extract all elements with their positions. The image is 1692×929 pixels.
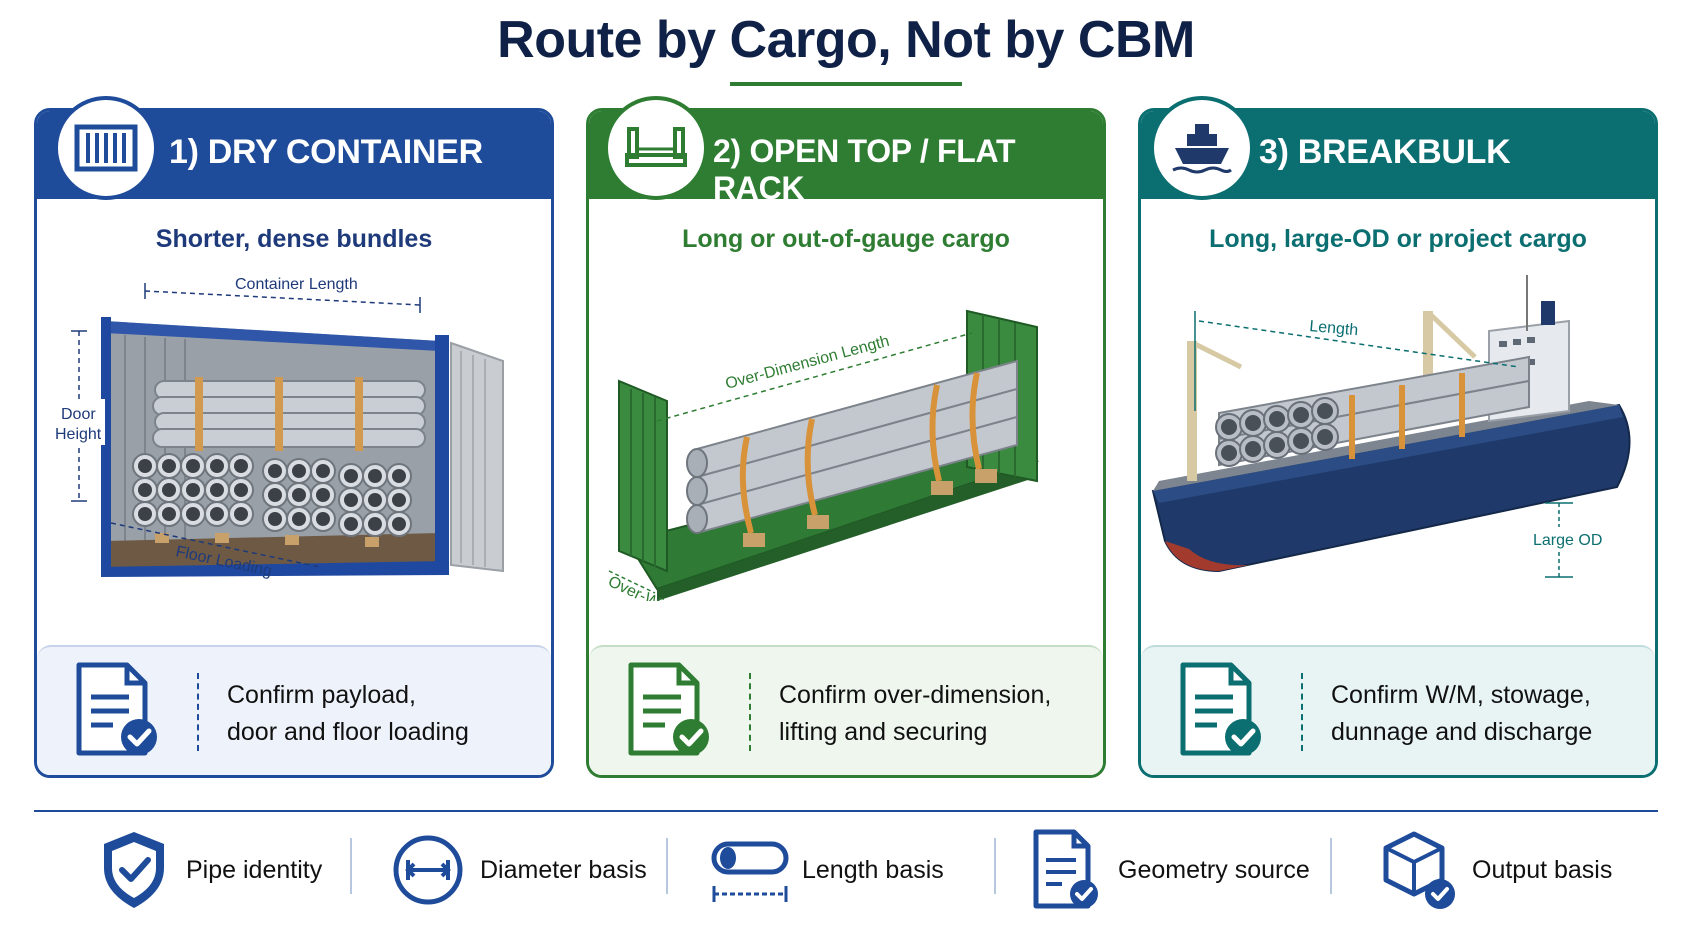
footer-line-1: Confirm payload,: [227, 681, 416, 709]
card-title: 2) OPEN TOP / FLAT RACK: [713, 133, 1016, 206]
breakbulk-ship-illustration: Length Large OD: [1151, 275, 1631, 578]
pipe-length-icon: [711, 841, 789, 902]
bottom-separator: [666, 838, 668, 894]
document-check-icon: [1033, 829, 1098, 909]
shield-check-icon: [104, 832, 164, 908]
bottom-separator: [1330, 838, 1332, 894]
flat-rack-illustration: Over-Dimension Length Over-Width: [605, 309, 1039, 601]
footer-divider: [1301, 673, 1303, 751]
footer-line-2: door and floor loading: [227, 718, 469, 746]
large-od-label: Large OD: [1533, 532, 1602, 549]
bottom-item-output-basis: Output basis: [1380, 820, 1640, 920]
bottom-label: Length basis: [802, 856, 944, 884]
bottom-divider: [34, 810, 1658, 812]
bottom-label: Pipe identity: [186, 856, 323, 884]
flat-rack-icon: [604, 96, 708, 200]
bottom-label: Geometry source: [1118, 856, 1310, 884]
footer-line-1: Confirm over-dimension,: [779, 681, 1052, 709]
page-title: Route by Cargo, Not by CBM: [497, 11, 1195, 69]
document-check-icon: [76, 662, 157, 756]
container-length-label: Container Length: [235, 276, 358, 293]
card-breakbulk: 3) BREAKBULK Long, large-OD or project c…: [1138, 108, 1658, 778]
card-footer: Confirm W/M, stowage, dunnage and discha…: [1141, 645, 1655, 775]
card-footer: Confirm over-dimension, lifting and secu…: [589, 645, 1103, 775]
footer-divider: [197, 673, 199, 751]
card-title: 3) BREAKBULK: [1259, 133, 1511, 171]
diameter-icon: [393, 835, 463, 905]
length-label: Length: [1309, 318, 1359, 339]
cube-check-icon: [1383, 831, 1455, 909]
title-underline: [730, 82, 962, 86]
footer-divider: [749, 673, 751, 751]
bottom-separator: [350, 838, 352, 894]
card-footer: Confirm payload, door and floor loading: [37, 645, 551, 775]
bottom-separator: [994, 838, 996, 894]
footer-line-1: Confirm W/M, stowage,: [1331, 681, 1591, 709]
bottom-label: Output basis: [1472, 856, 1613, 884]
card-open-top-flat-rack: 2) OPEN TOP / FLAT RACK Long or out-of-g…: [586, 108, 1106, 778]
door-height-label-2: Height: [55, 426, 102, 443]
footer-line-2: lifting and securing: [779, 718, 988, 746]
bottom-bar: Pipe identity Diameter basis Length basi…: [34, 820, 1658, 920]
bottom-label: Diameter basis: [480, 856, 647, 884]
bottom-item-length-basis: Length basis: [710, 820, 970, 920]
footer-text: Confirm payload, door and floor loading: [227, 677, 537, 751]
card-subtitle: Shorter, dense bundles: [155, 225, 433, 253]
document-check-icon: [628, 662, 709, 756]
dry-container-illustration: Container Length Door Height Floor Loadi…: [53, 276, 504, 580]
ship-icon: [1150, 96, 1254, 200]
footer-line-2: dunnage and discharge: [1331, 718, 1593, 746]
card-dry-container: 1) DRY CONTAINER Shorter, dense bundles: [34, 108, 554, 778]
bottom-item-diameter-basis: Diameter basis: [388, 820, 648, 920]
footer-text: Confirm W/M, stowage, dunnage and discha…: [1331, 677, 1641, 751]
bottom-item-geometry-source: Geometry source: [1026, 820, 1316, 920]
card-title: 1) DRY CONTAINER: [169, 133, 483, 171]
card-subtitle: Long or out-of-gauge cargo: [682, 225, 1010, 253]
door-height-label: Door: [61, 406, 96, 423]
document-check-icon: [1180, 662, 1261, 756]
card-subtitle: Long, large-OD or project cargo: [1209, 225, 1587, 253]
footer-text: Confirm over-dimension, lifting and secu…: [779, 677, 1089, 751]
shipping-container-icon: [54, 96, 158, 200]
bottom-item-pipe-identity: Pipe identity: [94, 820, 324, 920]
